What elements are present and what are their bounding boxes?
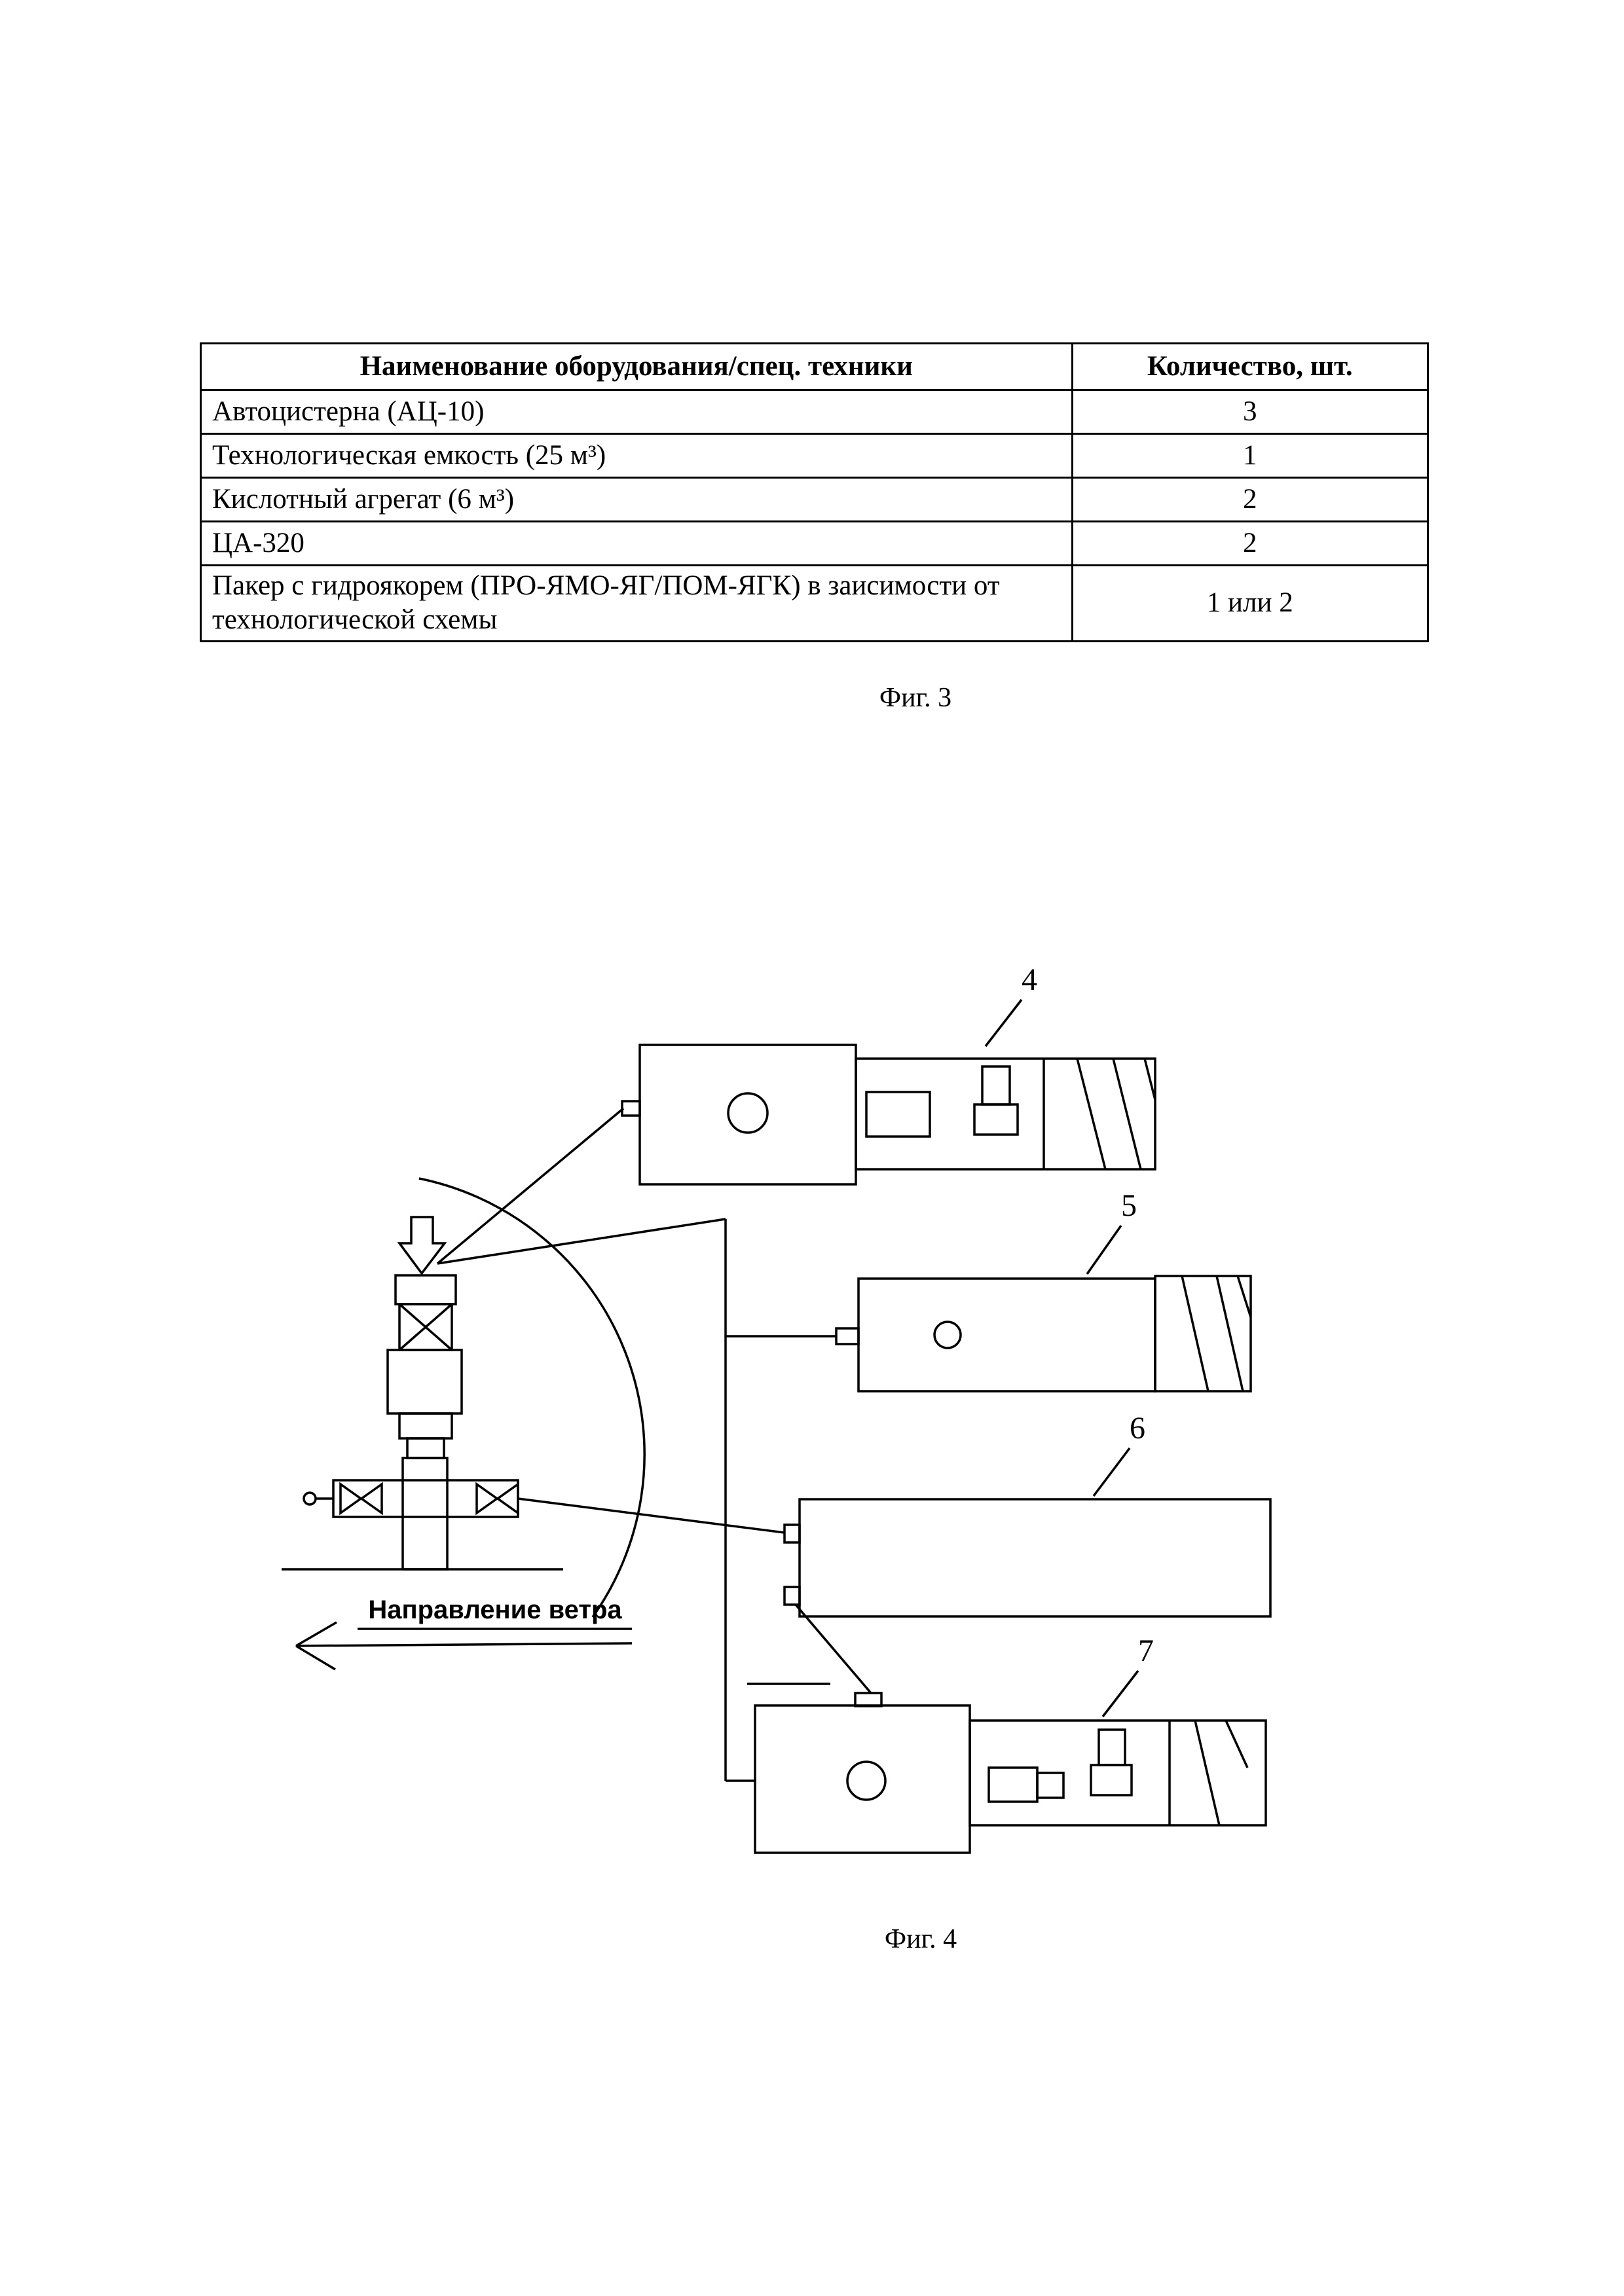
hose-lines bbox=[436, 1107, 872, 1782]
truck-5: 5 bbox=[835, 1188, 1252, 1393]
safety-radius-arc bbox=[418, 1177, 646, 1618]
valve-icon bbox=[495, 1482, 519, 1516]
table-row: Кислотный агрегат (6 м³) 2 bbox=[200, 477, 1430, 522]
wind-arrow-icon bbox=[295, 1642, 633, 1647]
wind-direction: Направление ветра bbox=[295, 1595, 633, 1671]
table-row: Технологическая емкость (25 м³) 1 bbox=[200, 433, 1430, 479]
equipment-name: Автоцистерна (АЦ-10) bbox=[200, 389, 1073, 435]
truck-5-label: 5 bbox=[1121, 1188, 1137, 1223]
equipment-table: Наименование оборудования/спец. техники … bbox=[200, 342, 1430, 642]
truck-4-label: 4 bbox=[1022, 962, 1037, 997]
valve-icon bbox=[359, 1482, 383, 1516]
valve-icon bbox=[339, 1482, 363, 1516]
equipment-name: ЦА-320 bbox=[200, 520, 1073, 566]
label-leader-line bbox=[1101, 1669, 1139, 1718]
equipment-qty: 2 bbox=[1071, 477, 1430, 522]
equipment-qty: 3 bbox=[1071, 389, 1430, 435]
wellhead bbox=[282, 1216, 563, 1571]
table-row: Пакер с гидроякорем (ПРО-ЯМО-ЯГ/ПОМ-ЯГК)… bbox=[200, 564, 1430, 642]
equipment-qty: 1 или 2 bbox=[1071, 564, 1430, 642]
truck-7-label: 7 bbox=[1138, 1633, 1154, 1668]
label-leader-line bbox=[1092, 1447, 1131, 1497]
equipment-name: Кислотный агрегат (6 м³) bbox=[200, 477, 1073, 522]
equipment-name: Технологическая емкость (25 м³) bbox=[200, 433, 1073, 479]
col-header-name: Наименование оборудования/спец. техники bbox=[200, 342, 1073, 391]
truck-4: 4 bbox=[621, 962, 1156, 1186]
truck-7: 7 bbox=[754, 1633, 1267, 1854]
table-row: ЦА-320 2 bbox=[200, 520, 1430, 566]
label-leader-line bbox=[1086, 1224, 1122, 1275]
label-leader-line bbox=[984, 998, 1023, 1048]
figure-4-caption: Фиг. 4 bbox=[884, 1924, 957, 1954]
table-row: Автоцистерна (АЦ-10) 3 bbox=[200, 389, 1430, 435]
col-header-qty: Количество, шт. bbox=[1071, 342, 1430, 391]
equipment-qty: 1 bbox=[1071, 433, 1430, 479]
tank-6-label: 6 bbox=[1130, 1411, 1145, 1446]
table-header-row: Наименование оборудования/спец. техники … bbox=[200, 342, 1430, 391]
figure-3-caption: Фиг. 3 bbox=[879, 683, 952, 713]
equipment-table-container: Наименование оборудования/спец. техники … bbox=[200, 342, 1430, 642]
valve-icon bbox=[475, 1482, 500, 1516]
wind-direction-label: Направление ветра bbox=[368, 1595, 622, 1624]
down-arrow-icon bbox=[397, 1216, 447, 1275]
tank-6: 6 bbox=[783, 1411, 1272, 1618]
equipment-qty: 2 bbox=[1071, 520, 1430, 566]
equipment-name: Пакер с гидроякорем (ПРО-ЯМО-ЯГ/ПОМ-ЯГК)… bbox=[200, 564, 1073, 642]
